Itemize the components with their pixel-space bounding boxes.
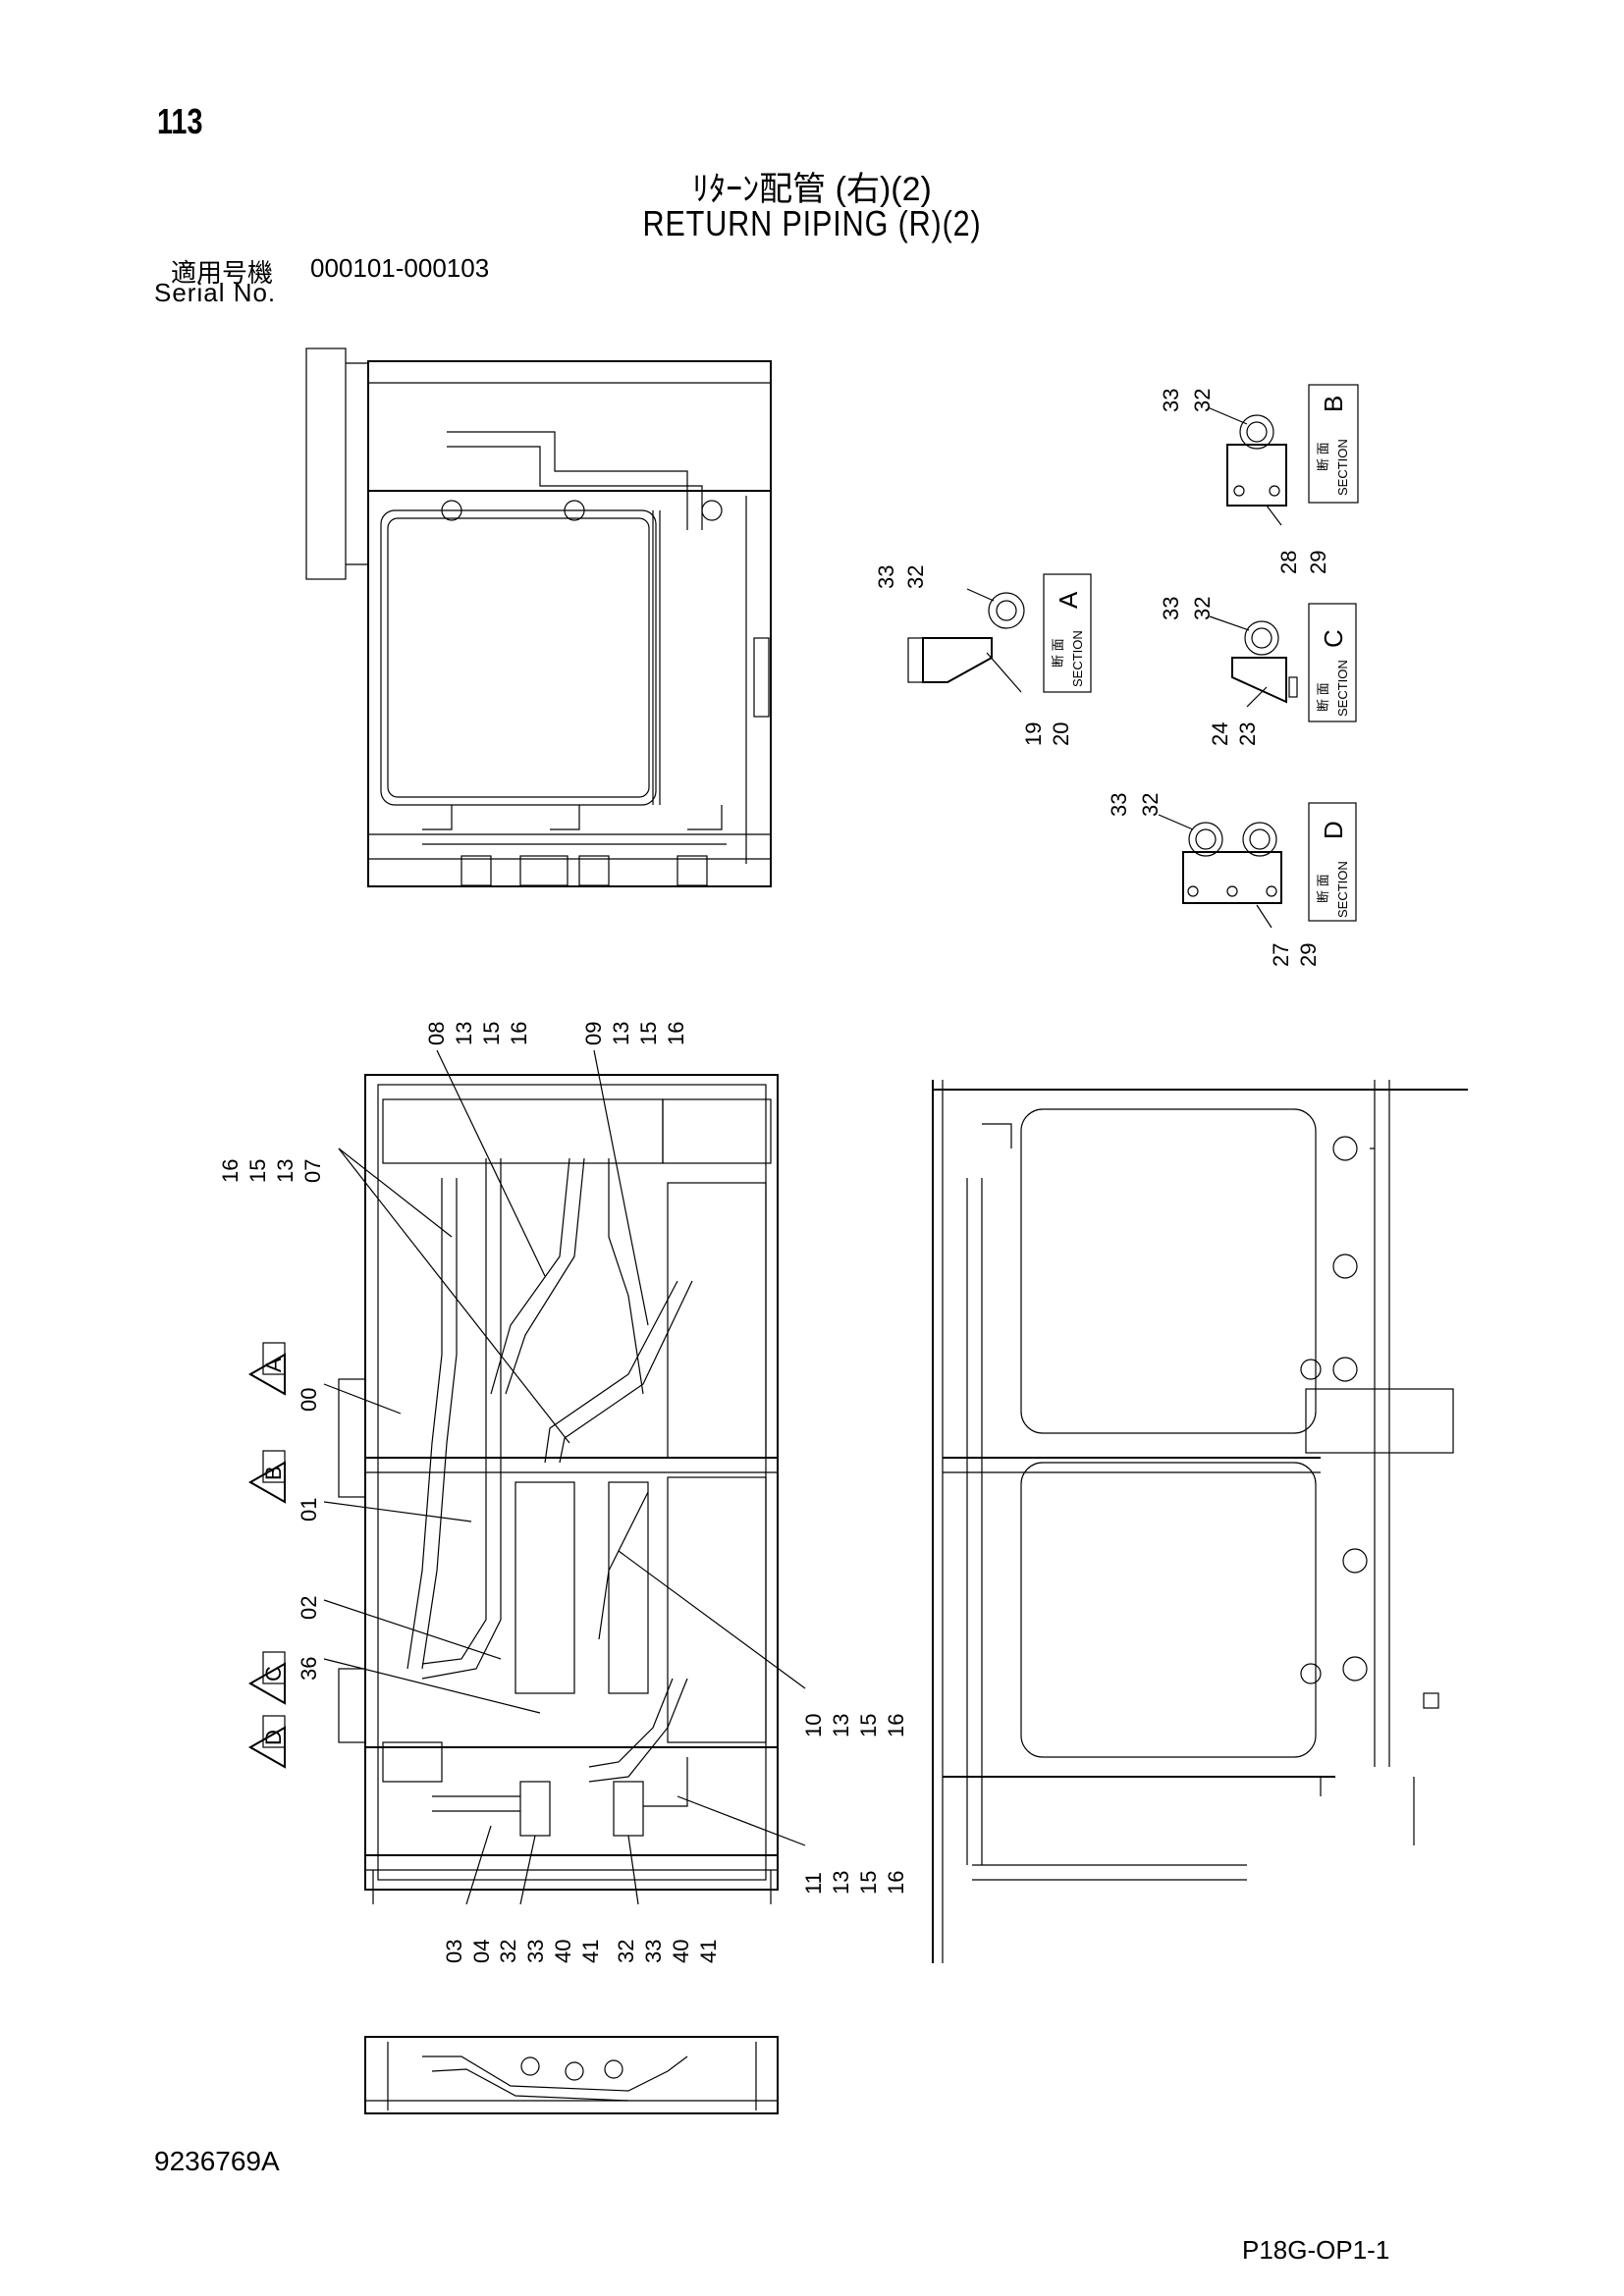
section-a-detail: 33 32 19 20 A 断 面 SECTION xyxy=(874,565,1092,746)
callout-33b: 33 xyxy=(641,1940,666,1963)
callout-11: 11 xyxy=(801,1872,826,1895)
arrow-c-label: C xyxy=(261,1666,286,1682)
arrow-a-label: A xyxy=(261,1358,286,1372)
section-c-callout-24: 24 xyxy=(1208,722,1232,746)
top-view-drawing xyxy=(305,347,772,887)
callout-04: 04 xyxy=(469,1940,494,1963)
section-a-kanji: 断 面 xyxy=(1051,638,1065,667)
section-d-kanji: 断 面 xyxy=(1316,874,1330,903)
serial-range: 000101-000103 xyxy=(310,253,490,283)
arrow-b-label: B xyxy=(261,1466,286,1480)
section-c-kanji: 断 面 xyxy=(1316,682,1330,712)
callout-01: 01 xyxy=(297,1498,321,1522)
callout-33a: 33 xyxy=(523,1940,548,1963)
section-b-letter: B xyxy=(1319,396,1348,412)
callout-40a: 40 xyxy=(551,1940,575,1963)
page-code: P18G-OP1-1 xyxy=(1242,2235,1390,2265)
callout-41a: 41 xyxy=(578,1940,603,1963)
callout-36: 36 xyxy=(297,1657,321,1681)
section-c-callout-33: 33 xyxy=(1159,597,1183,620)
section-d-callout-33: 33 xyxy=(1107,793,1131,817)
main-callouts: 08 13 15 16 09 13 15 16 16 15 13 07 00 0… xyxy=(218,1022,908,1963)
callout-00: 00 xyxy=(297,1388,321,1412)
section-b-callout-28: 28 xyxy=(1276,551,1301,574)
callout-10: 10 xyxy=(801,1714,826,1737)
section-a-callout-20: 20 xyxy=(1049,722,1073,746)
callout-15d: 15 xyxy=(856,1714,881,1737)
callout-13c: 13 xyxy=(273,1159,298,1183)
section-b-word: SECTION xyxy=(1335,439,1350,496)
side-view-drawing xyxy=(932,1080,1468,1963)
section-d-callout-29: 29 xyxy=(1296,943,1321,967)
callout-15c: 15 xyxy=(245,1159,270,1183)
callout-07: 07 xyxy=(300,1159,325,1183)
section-d-detail: 33 32 27 29 D 断 面 SECTION xyxy=(1107,793,1357,967)
section-c-callout-32: 32 xyxy=(1190,597,1215,620)
section-b-callout-32: 32 xyxy=(1190,389,1215,412)
serial-label-jp: 適用号機 xyxy=(171,258,274,288)
section-d-letter: D xyxy=(1319,821,1348,839)
document-code: 9236769A xyxy=(154,2146,280,2176)
section-d-callout-27: 27 xyxy=(1269,943,1293,967)
callout-15e: 15 xyxy=(856,1871,881,1895)
callout-41b: 41 xyxy=(696,1940,721,1963)
section-d-callout-32: 32 xyxy=(1138,793,1163,817)
callout-02: 02 xyxy=(297,1596,321,1620)
page-number: 113 xyxy=(157,101,203,141)
callout-13a: 13 xyxy=(452,1022,476,1045)
section-a-letter: A xyxy=(1054,591,1083,609)
page-title-jp: ﾘﾀｰﾝ配管 (右)(2) xyxy=(692,171,932,208)
section-a-callout-19: 19 xyxy=(1021,722,1046,746)
section-b-callout-33: 33 xyxy=(1159,389,1183,412)
section-b-kanji: 断 面 xyxy=(1316,442,1330,471)
section-c-callout-23: 23 xyxy=(1235,722,1260,746)
callout-32a: 32 xyxy=(496,1940,520,1963)
main-piping-drawing xyxy=(338,1074,779,1904)
callout-03: 03 xyxy=(442,1940,466,1963)
callout-16d: 16 xyxy=(884,1714,908,1737)
callout-40b: 40 xyxy=(669,1940,693,1963)
serial-label-en: Serial No. xyxy=(154,278,277,307)
arrow-d-label: D xyxy=(261,1730,286,1745)
bottom-view-drawing xyxy=(364,2036,779,2114)
section-b-callout-29: 29 xyxy=(1306,551,1330,574)
section-a-word: SECTION xyxy=(1070,630,1085,687)
section-c-detail: 33 32 24 23 C 断 面 SECTION xyxy=(1159,597,1357,746)
section-c-word: SECTION xyxy=(1335,660,1350,717)
callout-32b: 32 xyxy=(614,1940,638,1963)
callout-13d: 13 xyxy=(829,1714,853,1737)
section-a-callout-33: 33 xyxy=(874,565,898,589)
callout-16a: 16 xyxy=(507,1022,531,1045)
callout-13e: 13 xyxy=(829,1871,853,1895)
section-b-detail: 33 32 28 29 B 断 面 SECTION xyxy=(1159,384,1359,574)
section-d-word: SECTION xyxy=(1335,861,1350,918)
callout-16c: 16 xyxy=(218,1159,243,1183)
callout-08: 08 xyxy=(424,1022,449,1045)
callout-16b: 16 xyxy=(664,1022,688,1045)
callout-16e: 16 xyxy=(884,1871,908,1895)
section-a-callout-32: 32 xyxy=(903,565,928,589)
section-c-letter: C xyxy=(1319,629,1348,648)
callout-09: 09 xyxy=(581,1022,606,1045)
callout-15b: 15 xyxy=(636,1022,661,1045)
page-title-en: RETURN PIPING (R)(2) xyxy=(642,203,982,243)
callout-15a: 15 xyxy=(479,1022,504,1045)
callout-13b: 13 xyxy=(609,1022,633,1045)
section-arrows: A B C D xyxy=(247,1342,286,1769)
